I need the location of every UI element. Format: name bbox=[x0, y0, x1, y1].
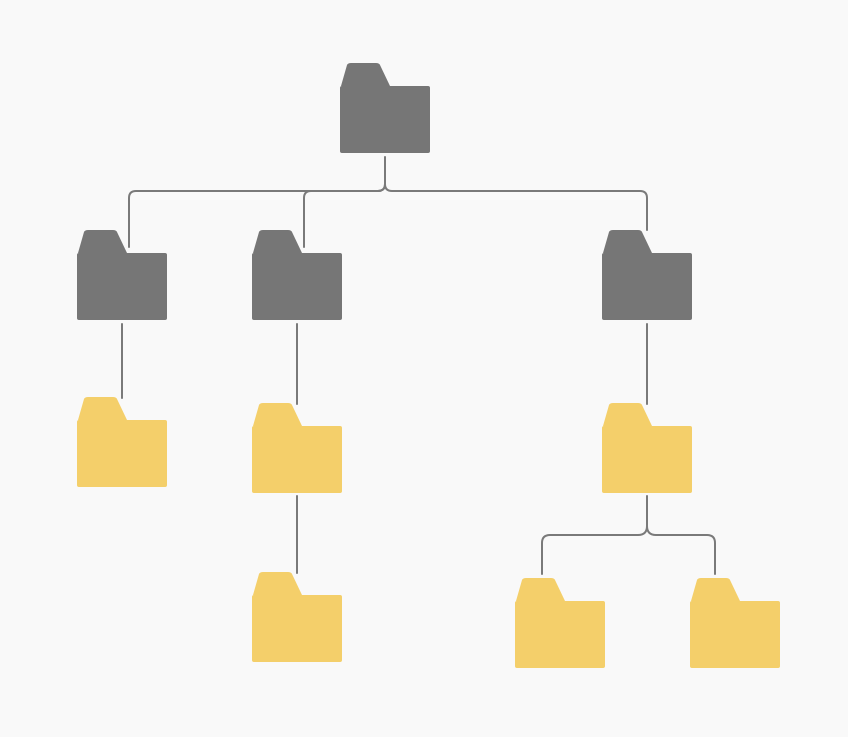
folder-body bbox=[252, 595, 342, 662]
folder-body bbox=[252, 426, 342, 493]
folder-nodes bbox=[77, 63, 780, 668]
connector-root-to-branch-2 bbox=[303, 183, 386, 248]
folder-icon[interactable] bbox=[602, 230, 692, 320]
folder-body bbox=[515, 601, 605, 668]
folder-icon[interactable] bbox=[77, 230, 167, 320]
folder-tab bbox=[341, 63, 390, 86]
folder-icon[interactable] bbox=[77, 397, 167, 487]
folder-tab bbox=[253, 230, 302, 253]
folder-tab bbox=[253, 403, 302, 426]
connector-leaf-3-1-to-leaf-3-1-1 bbox=[541, 525, 648, 575]
folder-tab bbox=[78, 397, 127, 420]
folder-tab bbox=[691, 578, 740, 601]
folder-tab bbox=[253, 572, 302, 595]
folder-tab bbox=[516, 578, 565, 601]
folder-icon[interactable] bbox=[252, 403, 342, 493]
folder-tab bbox=[78, 230, 127, 253]
folder-icon[interactable] bbox=[515, 578, 605, 668]
folder-tab bbox=[603, 403, 652, 426]
folder-body bbox=[77, 253, 167, 320]
folder-icon[interactable] bbox=[690, 578, 780, 668]
connector-root-to-branch-1 bbox=[128, 183, 386, 248]
connector-lines bbox=[121, 156, 716, 575]
folder-body bbox=[690, 601, 780, 668]
folder-body bbox=[252, 253, 342, 320]
connector-root-to-branch-3 bbox=[384, 183, 648, 231]
connector-leaf-3-1-to-leaf-3-1-2 bbox=[646, 525, 716, 575]
folder-icon[interactable] bbox=[602, 403, 692, 493]
folder-body bbox=[602, 253, 692, 320]
folder-icon[interactable] bbox=[340, 63, 430, 153]
folder-body bbox=[77, 420, 167, 487]
folder-icon[interactable] bbox=[252, 230, 342, 320]
folder-icon[interactable] bbox=[252, 572, 342, 662]
folder-body bbox=[602, 426, 692, 493]
folder-tab bbox=[603, 230, 652, 253]
folder-body bbox=[340, 86, 430, 153]
